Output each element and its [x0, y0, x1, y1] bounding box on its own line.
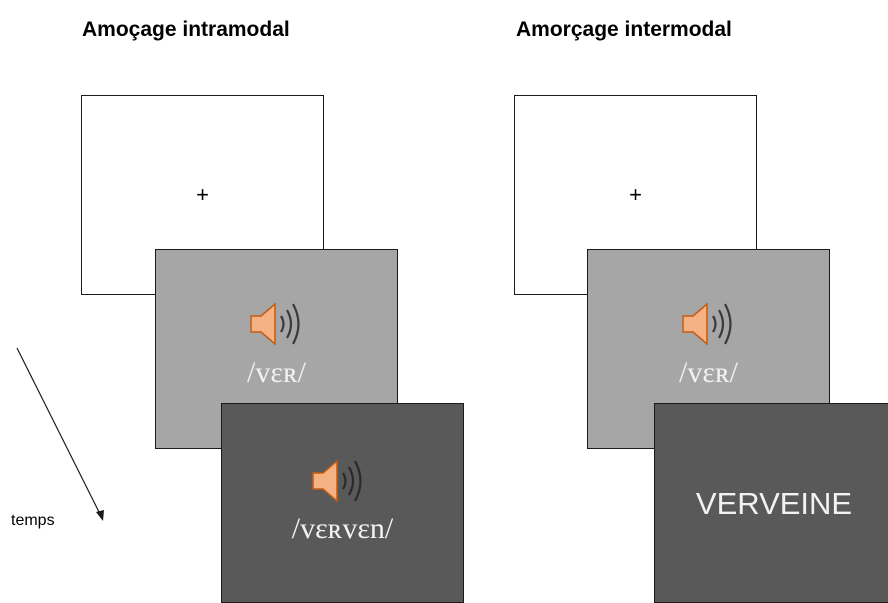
speaker-icon — [312, 459, 362, 503]
right-panel-title: Amorçage intermodal — [516, 18, 732, 41]
left-target-screen: /vɛʀvɛn/ — [221, 403, 464, 603]
fixation-cross: + — [629, 182, 642, 207]
target-word: VERVEINE — [695, 486, 853, 521]
time-axis-label: temps — [11, 512, 55, 529]
speaker-icon — [250, 302, 300, 346]
fixation-cross: + — [196, 182, 209, 207]
left-prime-screen: /vɛʀ/ — [155, 249, 398, 449]
prime-ipa: /vɛʀ/ — [679, 356, 738, 389]
right-target-screen: VERVEINE — [654, 403, 888, 603]
left-panel-title: Amoçage intramodal — [82, 18, 290, 41]
target-ipa: /vɛʀvɛn/ — [291, 512, 394, 545]
speaker-icon — [682, 302, 732, 346]
prime-ipa: /vɛʀ/ — [247, 356, 306, 389]
